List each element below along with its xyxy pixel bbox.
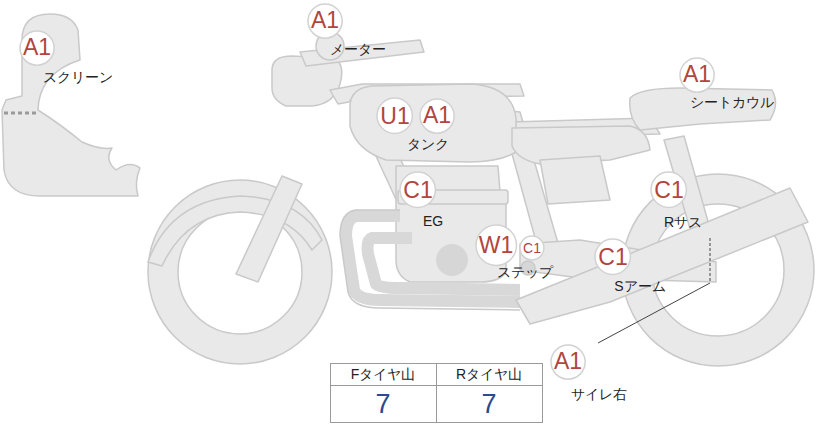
fuel-tank	[350, 84, 516, 162]
callout-circle: A1	[679, 57, 715, 93]
part-name: スクリーン	[43, 69, 113, 85]
callout-circle: A1	[307, 3, 343, 39]
part-name: タンク	[407, 136, 449, 152]
table-header: Fタイヤ山	[351, 366, 416, 382]
callout-number: A1	[683, 63, 711, 86]
muffler	[516, 188, 808, 324]
callout-number: C1	[598, 246, 627, 269]
table-header: Rタイヤ山	[456, 366, 522, 382]
part-name: Sアーム	[614, 278, 665, 294]
callout-circle: W1	[475, 224, 518, 267]
callout-number: A1	[311, 9, 339, 32]
callout-number: A1	[23, 36, 51, 59]
callout-number: C1	[654, 179, 683, 202]
callout-circle: C1	[399, 171, 436, 208]
callout-circle: A1	[19, 30, 55, 66]
screen-shape	[2, 14, 140, 196]
part-name: Rサス	[664, 214, 702, 230]
callout-circle: C1	[594, 238, 631, 275]
callout-circle: C1	[519, 235, 545, 261]
callout-number: A1	[423, 104, 451, 127]
part-name: シートカウル	[690, 94, 774, 110]
callout-circle: U1	[376, 97, 413, 134]
callout-circle: A1	[419, 98, 455, 134]
front-fork	[236, 176, 302, 282]
callout-number: A1	[554, 350, 582, 373]
callout-circle: A1	[550, 344, 586, 380]
leader-line	[710, 238, 711, 283]
seat-cowl	[630, 88, 776, 130]
tire-tread-value: 7	[481, 389, 496, 420]
part-name: EG	[423, 213, 443, 229]
part-name: ステップ	[497, 264, 553, 280]
tire-tread-value: 7	[375, 389, 390, 420]
callout-number: C1	[523, 241, 541, 255]
part-name: サイレ右	[571, 386, 627, 402]
callout-number: C1	[403, 179, 432, 202]
callout-number: U1	[380, 105, 409, 128]
callout-circle: C1	[650, 171, 687, 208]
part-name: メーター	[330, 41, 386, 57]
callout-number: W1	[479, 234, 514, 257]
